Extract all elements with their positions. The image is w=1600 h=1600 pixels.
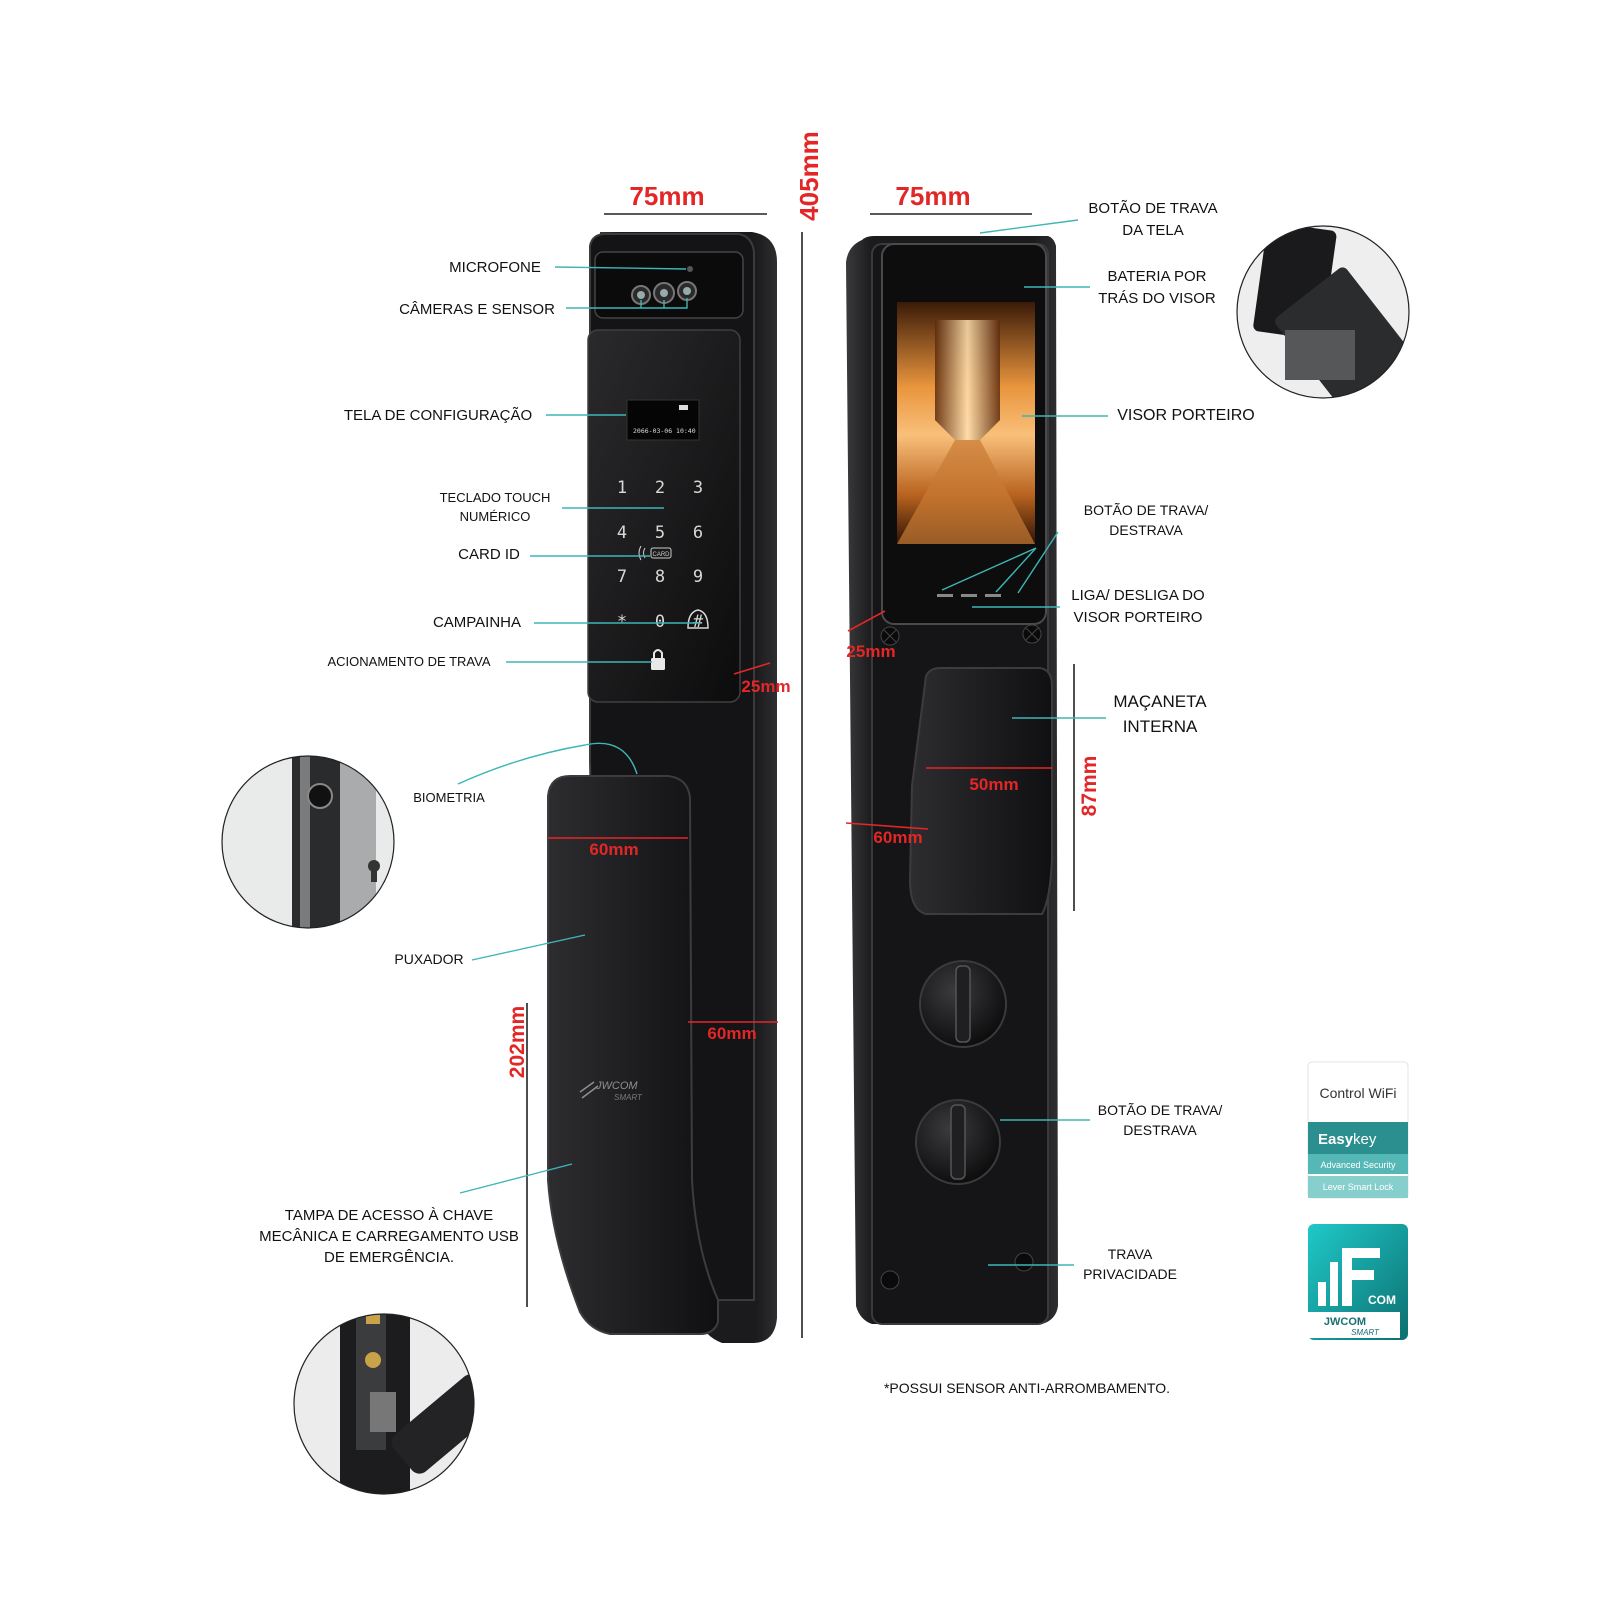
easykey-badge: Control WiFi Easykey Advanced Security L… — [1307, 1061, 1409, 1199]
viewer-floor — [897, 440, 1035, 544]
label-inner-handle-1: MAÇANETA — [1113, 692, 1207, 711]
screen-datetime: 2066-03-06 10:40 — [633, 427, 696, 435]
label-knob-2: DESTRAVA — [1123, 1122, 1197, 1138]
dim-inner-handle-width: 50mm — [969, 775, 1018, 794]
card-badge — [650, 547, 672, 559]
label-config-screen: TELA DE CONFIGURAÇÃO — [344, 407, 532, 424]
detail-circle-biometrics — [221, 755, 395, 929]
label-microphone: MICROFONE — [449, 259, 541, 276]
screw-icon — [880, 626, 900, 646]
pull-handle[interactable] — [547, 775, 719, 1335]
doorbell-icon[interactable] — [687, 609, 709, 629]
label-card-id: CARD ID — [458, 546, 520, 563]
dim-width-back: 75mm — [895, 181, 970, 211]
label-viewer-power-2: VISOR PORTEIRO — [1074, 609, 1203, 626]
label-lock-button-1: BOTÃO DE TRAVA/ — [1084, 502, 1209, 518]
keypad-key-hash[interactable]: # — [693, 612, 704, 632]
label-lock-activation: ACIONAMENTO DE TRAVA — [327, 654, 490, 669]
logo-sub: SMART — [1351, 1328, 1380, 1337]
microphone-icon — [687, 266, 693, 272]
logo-mark — [1318, 1248, 1380, 1306]
keypad-key-2[interactable]: 2 — [655, 478, 665, 498]
leader-lines — [457, 219, 1108, 1266]
label-battery-2: TRÁS DO VISOR — [1098, 290, 1216, 307]
badge-name-a: Easy — [1318, 1131, 1354, 1148]
dim-depth-front: 25mm — [741, 677, 790, 696]
logo-name: JWCOM — [1324, 1316, 1366, 1328]
footnote: *POSSUI SENSOR ANTI-ARROMBAMENTO. — [884, 1380, 1170, 1396]
screw-icon — [880, 1270, 900, 1290]
label-cover-1: TAMPA DE ACESSO À CHAVE — [285, 1207, 493, 1224]
inner-handle[interactable] — [908, 667, 1053, 915]
dim-width-front: 75mm — [629, 181, 704, 211]
label-screen-lock-2: DA TELA — [1122, 222, 1183, 239]
viewer-hallway — [935, 320, 1000, 440]
lock-knob[interactable] — [915, 1099, 1001, 1185]
keypad-key-4[interactable]: 4 — [617, 523, 627, 543]
label-privacy-1: TRAVA — [1108, 1246, 1153, 1262]
dim-inner-handle-depth: 60mm — [873, 828, 922, 847]
label-keypad-1: TECLADO TOUCH — [440, 490, 551, 505]
logo-com: COM — [1368, 1293, 1396, 1307]
keypad-key-9[interactable]: 9 — [693, 567, 703, 587]
keypad-key-5[interactable]: 5 — [655, 523, 665, 543]
jwcom-logo: COM JWCOM SMART — [1308, 1224, 1408, 1340]
keypad-key-0[interactable]: 0 — [655, 612, 665, 632]
keypad-key-8[interactable]: 8 — [655, 567, 665, 587]
label-privacy-2: PRIVACIDADE — [1083, 1266, 1177, 1282]
sensor-icon — [677, 281, 697, 301]
badge-name: Easykey — [1318, 1131, 1377, 1148]
back-callouts: BOTÃO DE TRAVA DA TELA BATERIA POR TRÁS … — [1071, 200, 1254, 1282]
dim-handle-height: 202mm — [506, 1006, 529, 1078]
nfc-icon — [638, 545, 646, 561]
dimension-lines — [526, 213, 1075, 1338]
touch-panel[interactable] — [587, 329, 741, 703]
keypad-key-7[interactable]: 7 — [617, 567, 627, 587]
handle-logo: JWCOM — [595, 1080, 638, 1092]
handle-logo-sub: SMART — [614, 1093, 643, 1102]
badge-line2: Lever Smart Lock — [1323, 1182, 1394, 1192]
dim-handle-width: 60mm — [589, 840, 638, 859]
label-battery-1: BATERIA POR — [1108, 268, 1207, 285]
handle-logo-mark — [579, 1081, 599, 1099]
detail-circle-battery — [1236, 225, 1410, 399]
label-biometrics: BIOMETRIA — [413, 790, 485, 805]
label-screen-lock-1: BOTÃO DE TRAVA — [1088, 200, 1217, 217]
dim-depth-back: 25mm — [846, 642, 895, 661]
dimension-labels: 75mm 75mm 405mm 202mm 87mm 25mm 25mm 60m… — [506, 131, 1101, 1078]
label-cameras: CÂMERAS E SENSOR — [399, 301, 555, 318]
label-pull-handle: PUXADOR — [394, 951, 463, 967]
screw-icon — [1014, 1252, 1034, 1272]
label-viewer-power-1: LIGA/ DESLIGA DO — [1071, 587, 1204, 604]
lock-knob[interactable] — [919, 960, 1007, 1048]
detail-circle-cover — [293, 1313, 475, 1495]
label-lock-button-2: DESTRAVA — [1109, 522, 1183, 538]
battery-icon — [679, 405, 688, 410]
viewer-buttons[interactable] — [937, 594, 1001, 597]
label-inner-handle-2: INTERNA — [1123, 717, 1198, 736]
label-cover-2: MECÂNICA E CARREGAMENTO USB — [259, 1228, 519, 1245]
dim-height-total: 405mm — [794, 131, 824, 221]
label-viewer: VISOR PORTEIRO — [1117, 407, 1255, 424]
dim-handle-depth: 60mm — [707, 1024, 756, 1043]
keypad-key-6[interactable]: 6 — [693, 523, 703, 543]
keypad-key-3[interactable]: 3 — [693, 478, 703, 498]
dim-inner-handle-height: 87mm — [1078, 756, 1101, 817]
screw-icon — [1022, 624, 1042, 644]
keypad-key-1[interactable]: 1 — [617, 478, 627, 498]
front-callouts: MICROFONE CÂMERAS E SENSOR TELA DE CONFI… — [259, 259, 555, 1266]
label-cover-3: DE EMERGÊNCIA. — [324, 1249, 454, 1266]
badge-title: Control WiFi — [1319, 1085, 1396, 1101]
keypad-key-star[interactable]: * — [617, 612, 627, 632]
front-lock: 2066-03-06 10:40 1 2 3 4 5 6 7 8 9 * 0 #… — [547, 232, 777, 1343]
card-badge-label: CARD — [652, 552, 670, 558]
back-lock — [846, 236, 1058, 1325]
badge-line1: Advanced Security — [1320, 1160, 1396, 1170]
label-keypad-2: NUMÉRICO — [460, 509, 531, 524]
lock-icon[interactable] — [651, 649, 665, 670]
label-knob-1: BOTÃO DE TRAVA/ — [1098, 1102, 1223, 1118]
label-doorbell: CAMPAINHA — [433, 614, 521, 631]
badge-name-b: key — [1353, 1131, 1377, 1148]
